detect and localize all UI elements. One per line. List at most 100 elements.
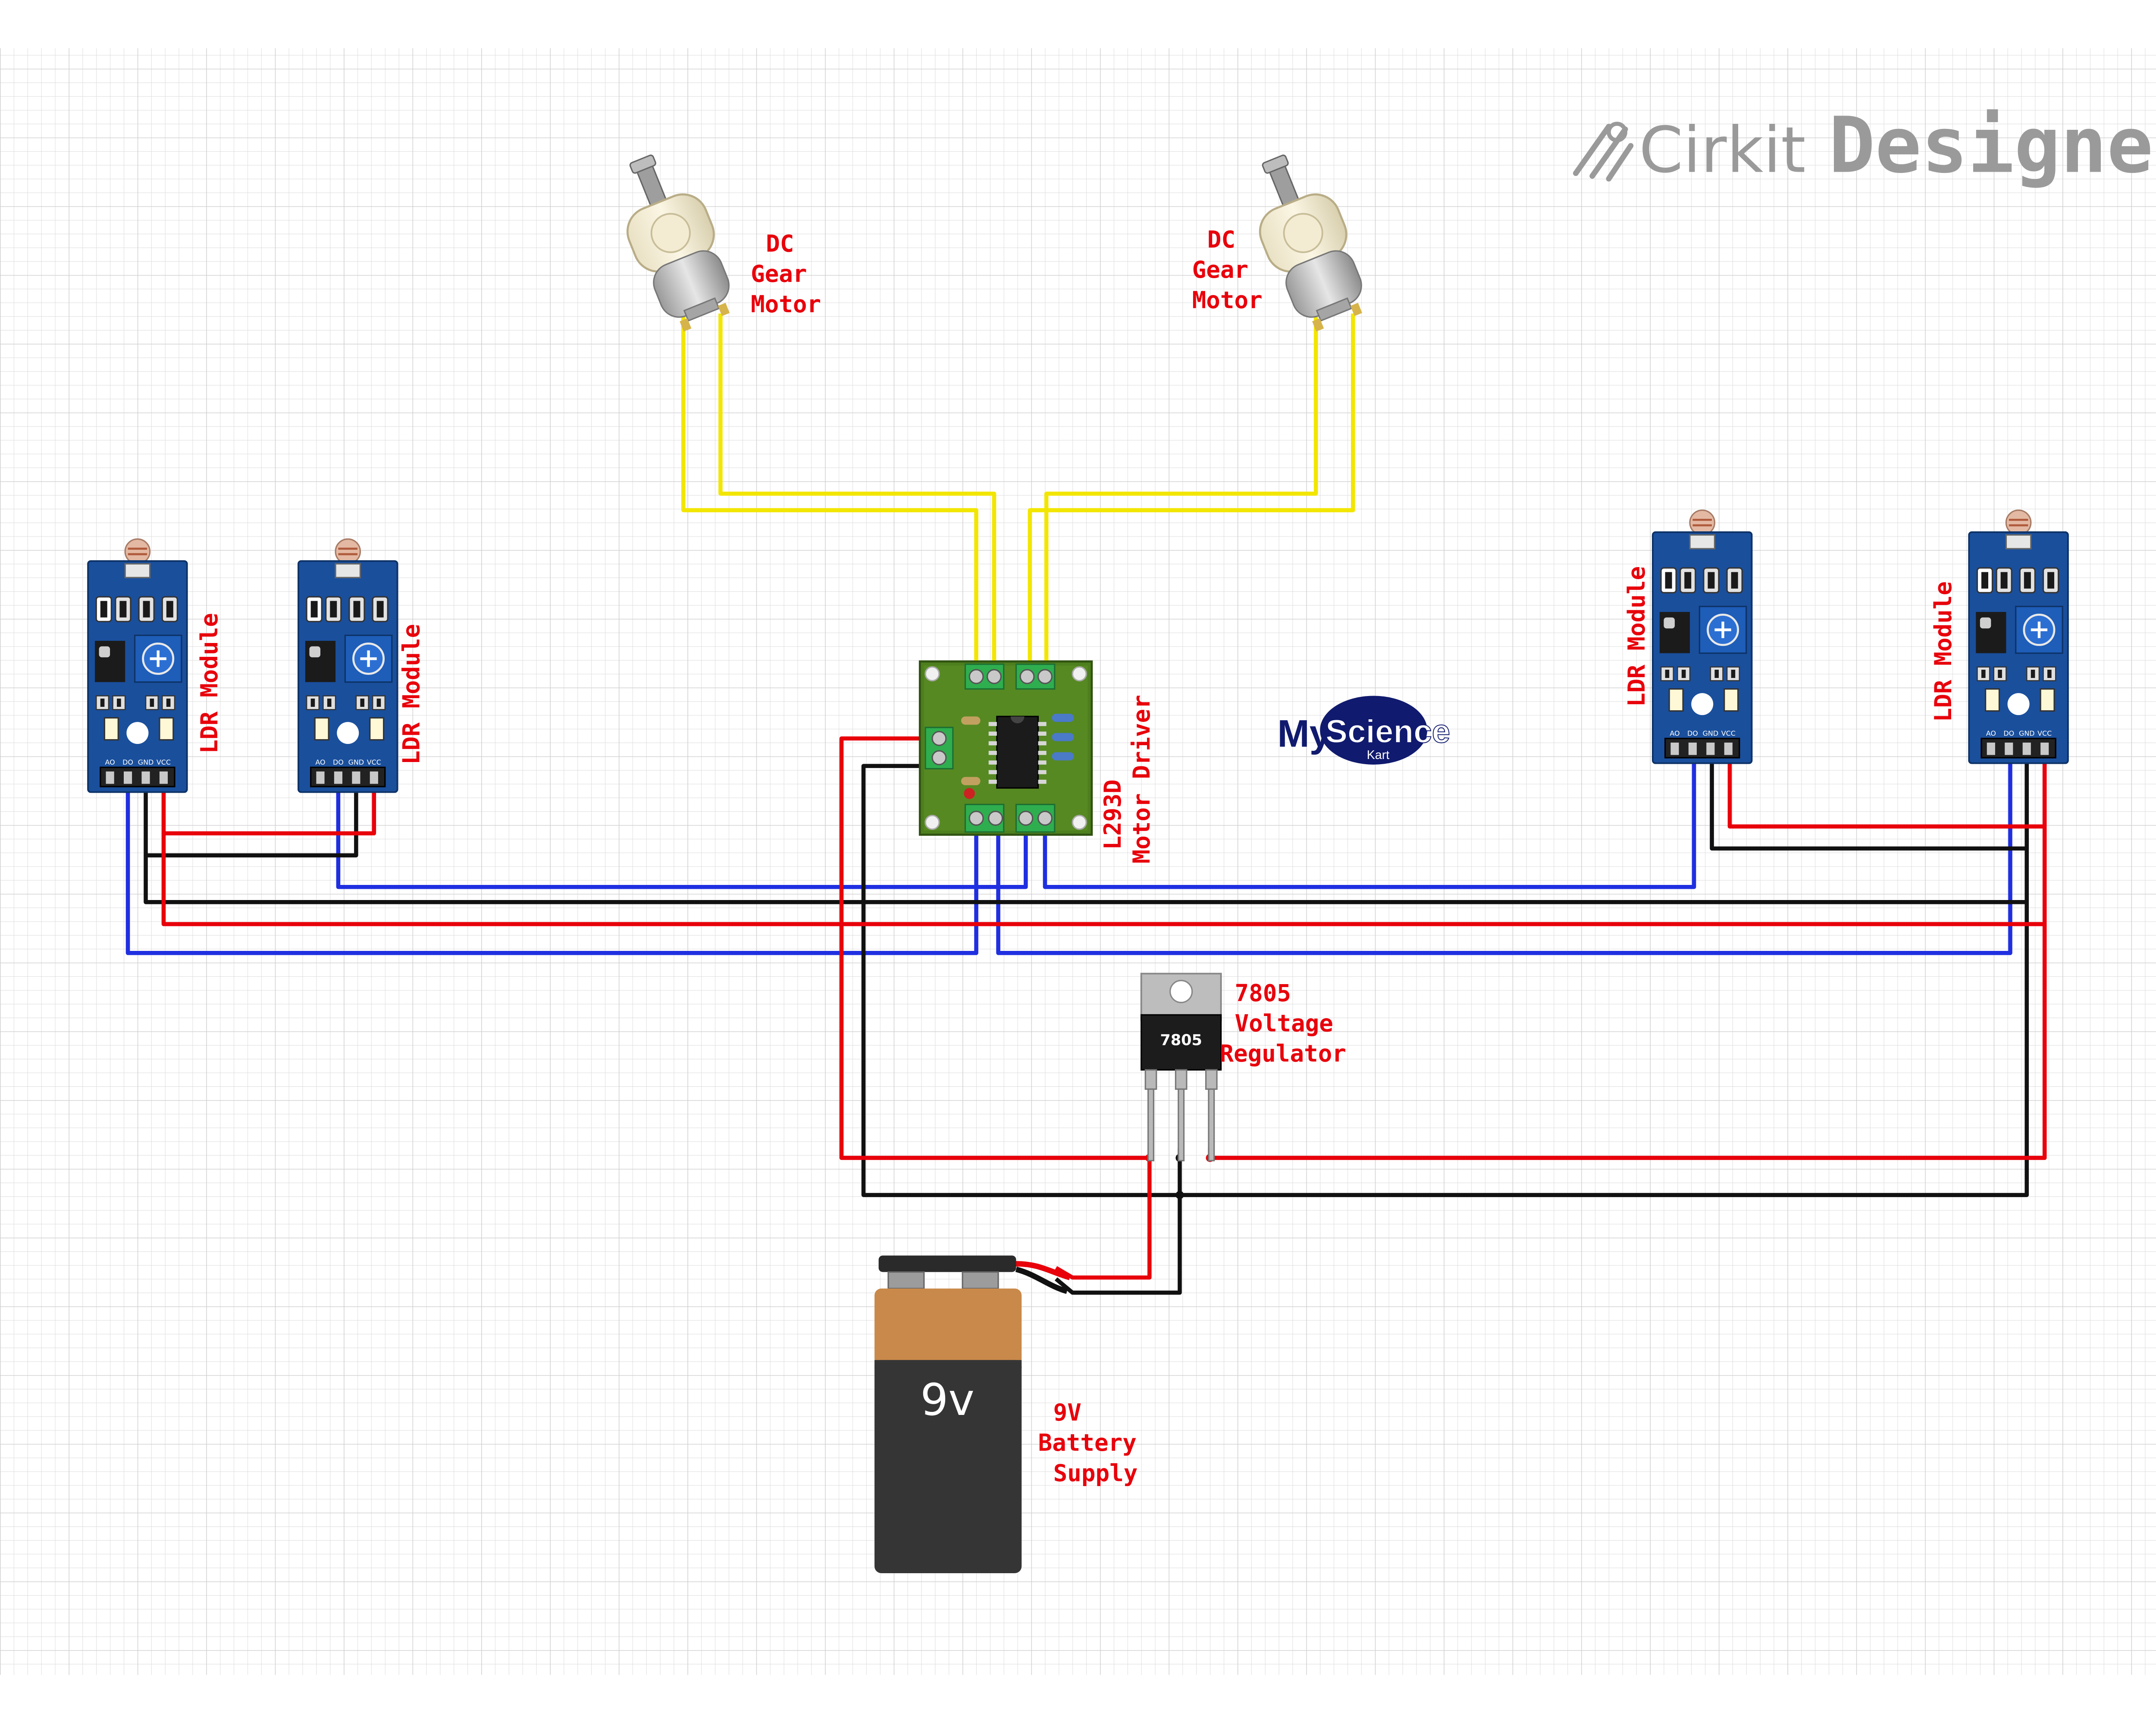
ldr-pin-do[interactable] xyxy=(1688,742,1697,755)
ldr-pin-vcc[interactable] xyxy=(1724,742,1733,755)
ldr-led-signal xyxy=(1724,688,1739,712)
driver-terminal-input-b[interactable] xyxy=(1015,803,1056,833)
voltage-regulator-7805[interactable]: 7805 xyxy=(1140,972,1222,1161)
regulator-body xyxy=(1141,1014,1222,1071)
ldr-pin-label: GND xyxy=(1703,729,1719,737)
ldr-pin-do[interactable] xyxy=(334,771,343,784)
ldr-smd-pads xyxy=(95,695,175,710)
ldr-comparator-chip xyxy=(1659,612,1690,653)
driver-terminal-power[interactable] xyxy=(924,727,954,770)
ldr-pin-gnd[interactable] xyxy=(141,771,150,784)
ldr-mount-hole xyxy=(126,722,149,744)
ldr-mount-hole xyxy=(337,722,359,744)
ldr-pin-label: AO xyxy=(1670,729,1680,737)
driver-label-line-2: Motor Driver xyxy=(1128,695,1155,863)
logo-kart: Kart xyxy=(1367,748,1390,762)
ldr-pin-label: VCC xyxy=(157,758,171,766)
regulator-label: 7805 Voltage Regulator xyxy=(1219,979,1347,1067)
ground-wires[interactable] xyxy=(144,749,2029,1295)
wire-gnd-ldr1-ldr2[interactable] xyxy=(144,777,358,858)
ldr-led-signal xyxy=(2040,688,2055,712)
ldr-pin-gnd[interactable] xyxy=(352,771,360,784)
ldr-2-label: LDR Module xyxy=(398,624,425,765)
ldr-pin-label: AO xyxy=(315,758,325,766)
ldr-pin-label: VCC xyxy=(1721,729,1736,737)
wire-motor-right-a[interactable] xyxy=(1044,314,1318,674)
wire-gnd-main[interactable] xyxy=(861,749,2029,1197)
ldr-potentiometer[interactable] xyxy=(344,634,393,683)
canvas-bottom-strip xyxy=(0,1675,2156,1725)
ldr-comparator-chip xyxy=(1976,612,2006,653)
regulator-pins[interactable] xyxy=(1144,1069,1218,1161)
ldr-pin-vcc[interactable] xyxy=(370,771,378,784)
ldr-led-power xyxy=(314,717,329,741)
ldr-1-label: LDR Module xyxy=(196,613,223,753)
ldr-pin-do[interactable] xyxy=(2005,742,2013,755)
ldr-top-pads xyxy=(1976,534,2059,593)
battery-text: 9v xyxy=(920,1374,974,1426)
driver-terminal-motor-b[interactable] xyxy=(1015,663,1056,690)
l293d-motor-driver[interactable] xyxy=(918,660,1093,836)
ldr-pin-ao[interactable] xyxy=(316,771,325,784)
grid-background xyxy=(0,48,2156,1675)
ldr-led-power xyxy=(103,717,119,741)
ldr-pin-vcc[interactable] xyxy=(159,771,168,784)
battery-snap xyxy=(878,1255,1016,1272)
ldr-led-signal xyxy=(369,717,385,741)
wire-vcc-bus[interactable] xyxy=(161,833,2045,926)
wire-motor-right-b[interactable] xyxy=(1028,314,1355,674)
ldr-led-power xyxy=(1668,688,1684,712)
ldr-pin-label: DO xyxy=(1687,729,1698,737)
ldr-mount-hole xyxy=(2007,693,2030,715)
motor-wires[interactable] xyxy=(681,314,1355,674)
ldr-pin-label: DO xyxy=(333,758,344,766)
driver-terminal-input-a[interactable] xyxy=(964,803,1005,833)
canvas-top-strip xyxy=(0,0,2156,48)
dc-gear-motor-right[interactable] xyxy=(1235,144,1377,338)
ldr-led-signal xyxy=(159,717,174,741)
ldr-pin-label: VCC xyxy=(367,758,381,766)
wire-ldr4-do[interactable] xyxy=(996,749,2012,955)
ldr-3-label: LDR Module xyxy=(1623,566,1650,707)
ldr-top-pads xyxy=(95,563,178,622)
ldr-pin-ao[interactable] xyxy=(106,771,114,784)
wire-gnd-bus[interactable] xyxy=(144,855,2027,904)
ldr-pin-gnd[interactable] xyxy=(1706,742,1715,755)
ldr-pin-label: GND xyxy=(2019,729,2035,737)
motor-right-label: DC Gear Motor xyxy=(1192,226,1263,314)
wire-motor-left-b[interactable] xyxy=(718,314,997,674)
driver-terminal-motor-a[interactable] xyxy=(964,663,1005,690)
ldr-pin-vcc[interactable] xyxy=(2040,742,2049,755)
wire-ldr3-do[interactable] xyxy=(1043,749,1696,889)
ldr-potentiometer[interactable] xyxy=(1698,605,1747,654)
ldr-pin-do[interactable] xyxy=(123,771,132,784)
dc-gear-motor-left[interactable] xyxy=(602,144,745,338)
cirkit-designer-brand: Cirkit Designer xyxy=(1573,101,2156,191)
ldr-potentiometer[interactable] xyxy=(134,634,182,683)
ldr-comparator-chip xyxy=(95,640,125,682)
wire-vcc-ldr1-ldr2[interactable] xyxy=(161,777,376,836)
ldr-pin-ao[interactable] xyxy=(1987,742,1995,755)
battery-label: 9V Battery Supply xyxy=(1038,1399,1151,1487)
ldr-pin-ao[interactable] xyxy=(1670,742,1679,755)
logo-science: Science xyxy=(1326,713,1450,750)
ldr-comparator-chip xyxy=(305,640,336,682)
ldr-pin-gnd[interactable] xyxy=(2022,742,2031,755)
wire-vin-battery[interactable] xyxy=(1055,1157,1152,1280)
regulator-chip-text: 7805 xyxy=(1160,1031,1202,1049)
battery-9v[interactable]: 9v xyxy=(874,1255,1071,1573)
wire-gnd-battery[interactable] xyxy=(1054,1195,1182,1295)
ldr-pin-label: GND xyxy=(348,758,364,766)
wire-motor-left-a[interactable] xyxy=(681,314,978,674)
ldr-potentiometer[interactable] xyxy=(2015,605,2063,654)
battery-top xyxy=(874,1288,1022,1366)
